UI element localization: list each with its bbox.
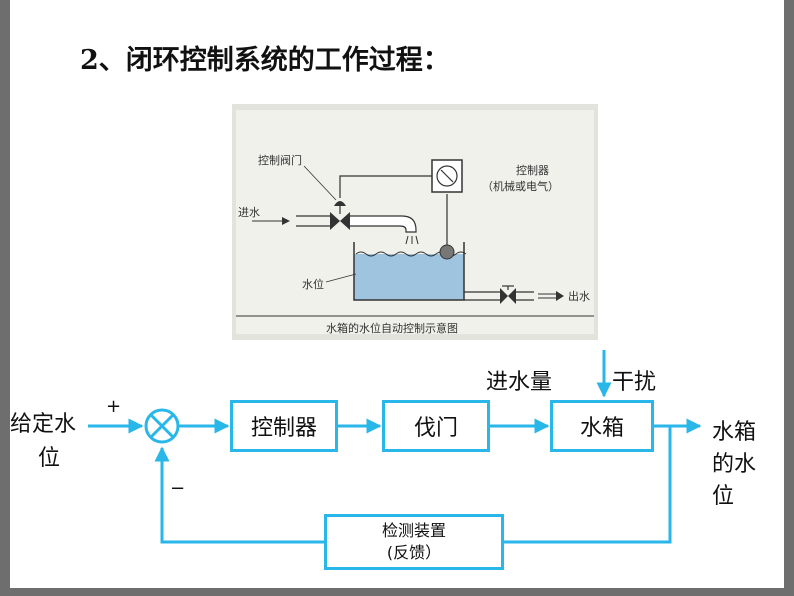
diagram-connectors [88, 350, 702, 544]
valve-block: 伐门 [382, 400, 490, 452]
controller-block: 控制器 [230, 400, 338, 452]
input-label-1: 给定水 [10, 412, 77, 437]
slide-title: 2、闭环控制系统的工作过程： [80, 45, 450, 76]
disturbance-label: 干扰 [612, 370, 657, 395]
feedback-line-right [504, 426, 672, 544]
level-text: 水位 [302, 278, 324, 291]
plus-sign: + [106, 396, 122, 417]
feedback-line-left [154, 446, 324, 544]
inlet-spout [350, 215, 417, 233]
inlet-text: 进水 [238, 206, 260, 219]
controller-note-text: （机械或电气） [482, 180, 559, 193]
outlet-text: 出水 [568, 290, 590, 303]
output-label-2: 的水 [712, 452, 757, 477]
schematic-drawing [236, 110, 594, 334]
valve-text: 控制阀门 [258, 154, 302, 167]
inflow-label: 进水量 [486, 370, 553, 395]
photo-caption: 水箱的水位自动控制示意图 [326, 322, 458, 335]
tank-water [354, 254, 464, 300]
closed-loop-block-diagram: 给定水 位 + − 控制器 伐门 水箱 进水量 干扰 水箱 的水 位 检测装置 … [0, 340, 794, 596]
control-linkage [339, 175, 432, 198]
output-label-1: 水箱 [712, 420, 757, 445]
feedback-block-line2: (反馈） [386, 543, 442, 562]
input-label-2: 位 [38, 446, 61, 471]
slide-frame-left [0, 0, 10, 596]
tank-wall [353, 242, 465, 301]
valve-actuator [334, 201, 346, 206]
outlet-valve-right [508, 288, 516, 304]
feedback-block: 检测装置 (反馈） [324, 514, 504, 570]
tank-block: 水箱 [550, 400, 654, 452]
slide-frame-right [784, 0, 794, 596]
valve-left [330, 212, 340, 230]
dial-needle [440, 169, 454, 183]
feedback-block-line1: 检测装置 [381, 521, 446, 540]
slide-frame-bottom [0, 588, 794, 596]
valve-right [340, 212, 350, 230]
water-tank-schematic-photo: 控制阀门 进水 控制器 （机械或电气） 水位 出水 水箱的水位自动控制示意图 [232, 104, 598, 340]
outlet-valve-left [500, 288, 508, 304]
output-label-3: 位 [712, 484, 735, 509]
float-ball [439, 244, 455, 260]
controller-text: 控制器 [516, 164, 549, 177]
minus-sign: − [170, 478, 186, 499]
